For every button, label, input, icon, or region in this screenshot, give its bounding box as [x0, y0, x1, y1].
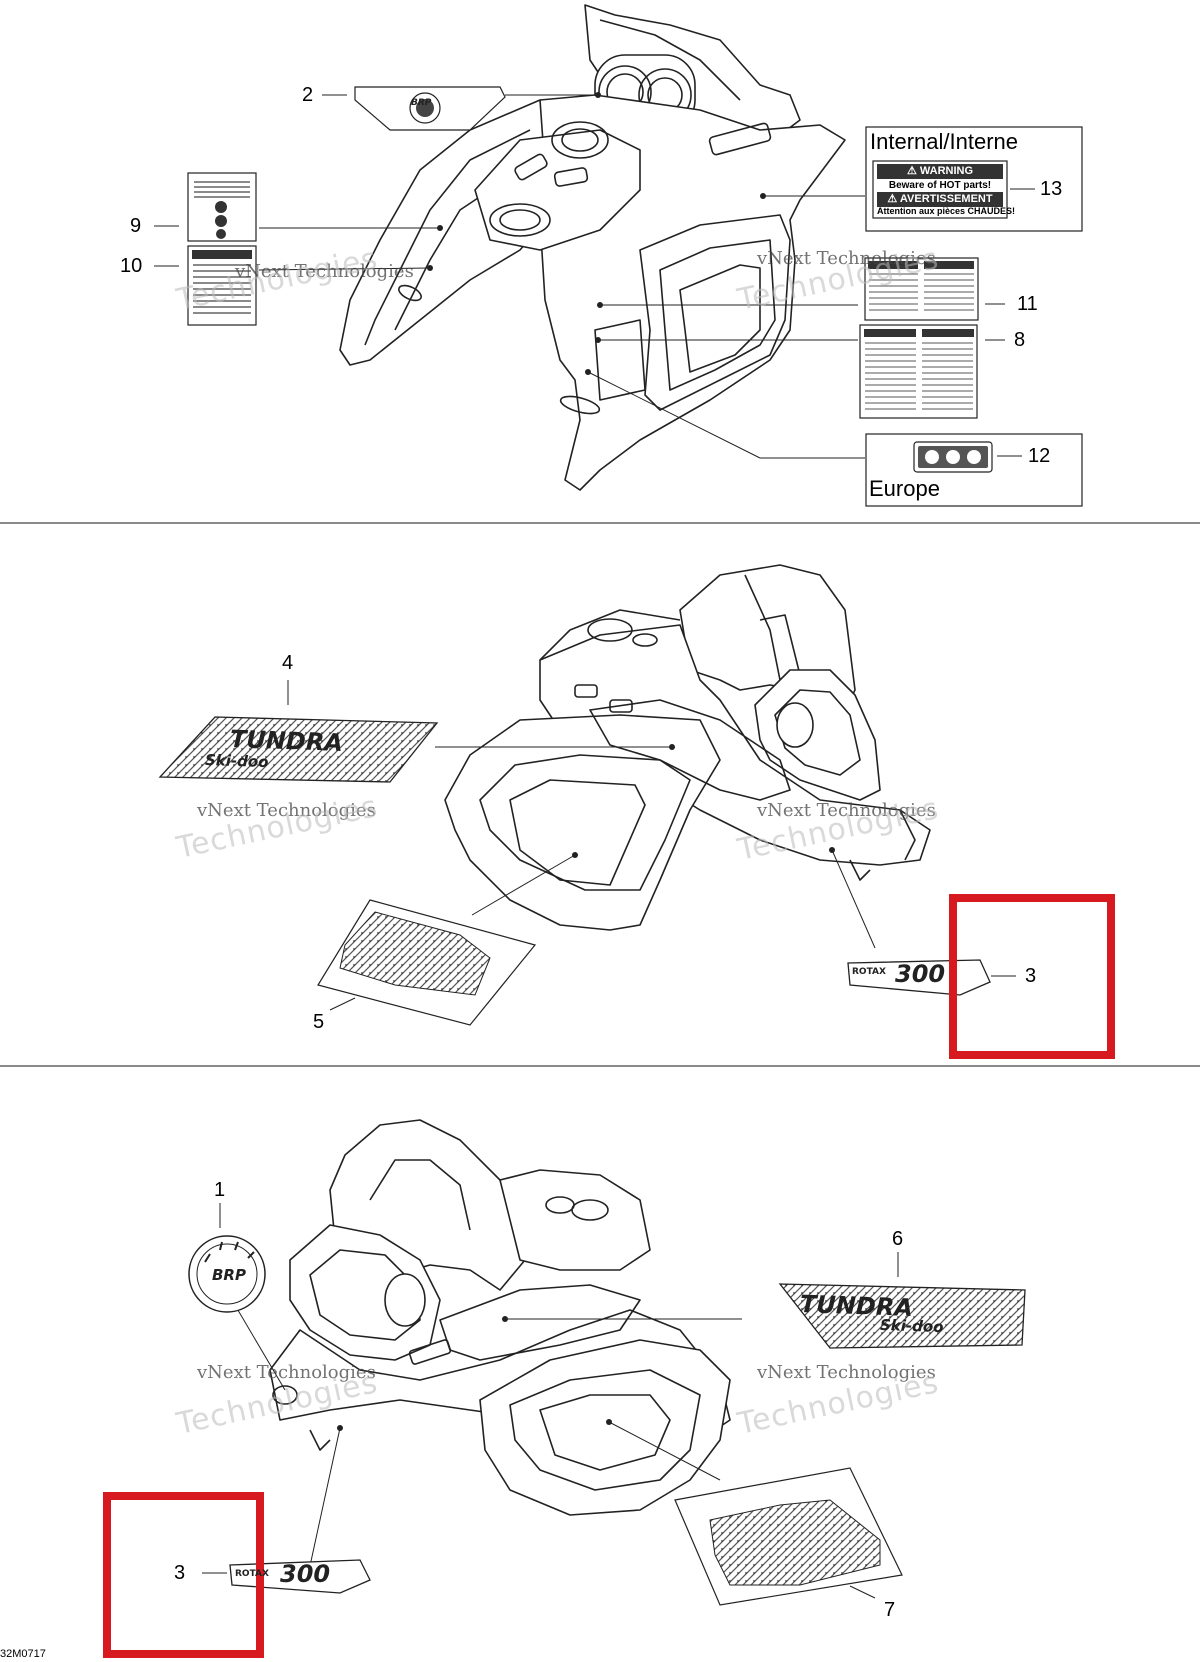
decal-6-skidoo-text: Ski-doo [879, 1315, 944, 1337]
watermark-text: vNext Technologies [757, 1362, 936, 1383]
hood-top-view [339, 4, 846, 491]
callout-7: 7 [884, 1599, 896, 1621]
decal-2-gauge-overlay [354, 86, 506, 131]
callout-9: 9 [130, 215, 142, 237]
decal-12-symbol-label [913, 441, 993, 473]
hood-right-view [269, 1119, 731, 1516]
hood-left-view [444, 564, 931, 931]
decal-3-rotax-left [229, 1559, 371, 1594]
highlight-box-middle [949, 894, 1115, 1059]
callout-3-bottom: 3 [174, 1562, 186, 1584]
leader-dots-bottom [337, 1316, 612, 1431]
callout-6: 6 [892, 1228, 904, 1250]
watermark-text: vNext Technologies [757, 248, 936, 269]
watermark-text: vNext Technologies [757, 800, 936, 821]
callout-1: 1 [214, 1179, 226, 1201]
box-internal-title: Internal/Interne [870, 129, 1018, 154]
decal-3-rotax-number-middle: 300 [895, 960, 946, 988]
watermark-text: vNext Technologies [235, 261, 414, 282]
callout-5: 5 [313, 1011, 325, 1033]
callout-3-middle: 3 [1025, 965, 1037, 987]
leader-dots-middle [572, 744, 835, 858]
decal-2-brp-text: BRP [411, 98, 432, 108]
leader-lines-top [154, 94, 1035, 459]
decal-11-warning-label [864, 257, 979, 321]
watermark-text: vNext Technologies [197, 1362, 376, 1383]
callout-12: 12 [1028, 445, 1051, 467]
decal-8-warning-label [859, 324, 978, 419]
decal-6-tundra-side [778, 1283, 1026, 1349]
decal-3-rotax-text-middle: ROTAX [852, 967, 886, 977]
figure-code: 32M0717 [0, 1648, 46, 1660]
box-internal [865, 126, 1083, 232]
callout-4: 4 [282, 652, 294, 674]
decal-1-brp-emblem [188, 1235, 266, 1313]
leader-dots-top [427, 92, 766, 375]
decal-7-panel-decal [674, 1467, 903, 1606]
decal-3-rotax-number-bottom: 300 [280, 1560, 331, 1588]
decal-4-tundra-side [158, 716, 439, 783]
decal-9-warning-label [187, 172, 257, 242]
callout-2: 2 [302, 84, 314, 106]
decal-3-rotax-text-bottom: ROTAX [235, 1569, 269, 1579]
watermark-text: vNext Technologies [197, 800, 376, 821]
callout-10: 10 [120, 255, 143, 277]
warning-header-en: ⚠ WARNING [877, 164, 1003, 179]
warning-line-fr: Attention aux pièces CHAUDES! [877, 206, 1016, 216]
warning-header-fr: ⚠ AVERTISSEMENT [877, 192, 1003, 207]
highlight-box-bottom [103, 1492, 264, 1658]
callout-11: 11 [1017, 293, 1038, 315]
decal-4-skidoo-text: Ski-doo [204, 750, 269, 772]
leader-lines-bottom [202, 1203, 899, 1599]
box-europe-title: Europe [869, 476, 940, 501]
warning-line-en: Beware of HOT parts! [888, 180, 992, 191]
callout-13: 13 [1040, 178, 1063, 200]
decal-5-panel-decal [317, 899, 537, 1026]
decal-1-brp-text: BRP [212, 1266, 246, 1284]
leader-lines-middle [287, 680, 1016, 1011]
decal-10-warning-label [187, 245, 257, 326]
box-europe [865, 433, 1083, 507]
callout-8: 8 [1014, 329, 1026, 351]
